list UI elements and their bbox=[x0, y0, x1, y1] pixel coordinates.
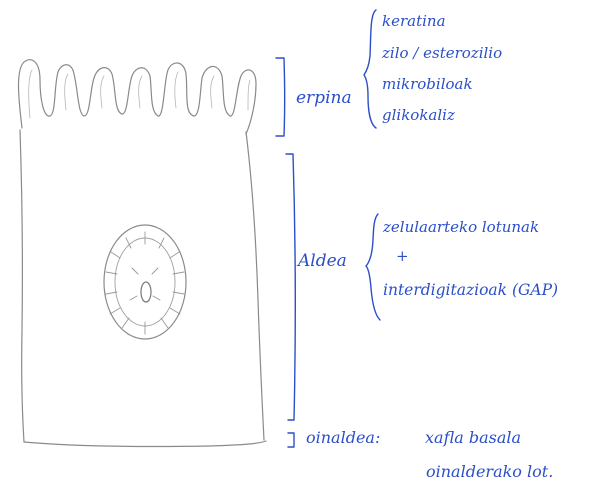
basal-text-line1: xafla basala bbox=[425, 430, 521, 446]
cell-basal-edge bbox=[24, 441, 266, 447]
apical-item-glycocalyx: glikokaliz bbox=[382, 108, 455, 123]
bracket-lateral bbox=[286, 154, 295, 420]
cell-right-wall bbox=[246, 132, 264, 440]
microvilli-outline bbox=[19, 60, 257, 134]
brace-apical-items bbox=[364, 10, 376, 128]
bracket-basal bbox=[288, 433, 294, 447]
cell-left-wall bbox=[20, 130, 24, 442]
lateral-item-plus: + bbox=[396, 249, 409, 264]
chromatin-ticks bbox=[106, 232, 184, 334]
apical-item-microvilli: mikrobiloak bbox=[382, 77, 473, 92]
brace-lateral-items bbox=[366, 214, 380, 320]
basal-text-line2: oinalderako lot. bbox=[426, 464, 553, 480]
label-basal: oinaldea: bbox=[306, 430, 380, 446]
label-lateral: Aldea bbox=[298, 253, 347, 270]
apical-item-keratin: keratina bbox=[382, 14, 446, 29]
label-apical: erpina bbox=[296, 90, 352, 107]
apical-item-cilia: zilo / esterozilio bbox=[382, 46, 502, 61]
nucleolus bbox=[141, 282, 151, 302]
bracket-apical bbox=[276, 58, 285, 136]
microvilli-inner-strokes bbox=[29, 70, 250, 118]
lateral-item-interdigitations: interdigitazioak (GAP) bbox=[383, 283, 558, 299]
lateral-item-junctions: zelulaarteko lotunak bbox=[383, 220, 539, 235]
